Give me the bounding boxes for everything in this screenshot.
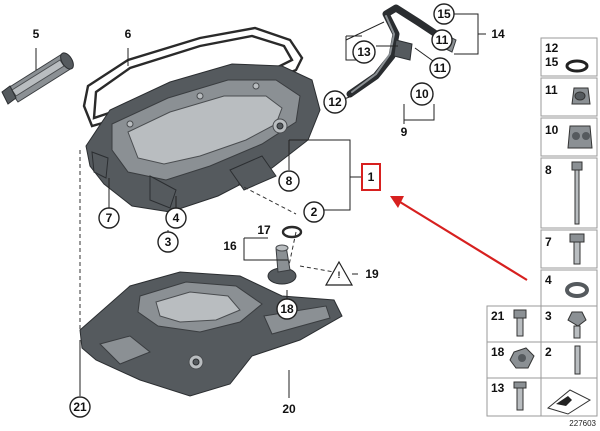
nut-icon bbox=[509, 347, 535, 369]
sealant-tube bbox=[1, 52, 74, 105]
lower-oil-pan bbox=[79, 271, 343, 397]
side-panel-item-8[interactable]: 8 bbox=[540, 157, 598, 229]
svg-text:8: 8 bbox=[545, 163, 552, 177]
flange-bolt-icon bbox=[569, 233, 585, 265]
diagram-reference-number: 227603 bbox=[569, 419, 596, 428]
svg-text:2: 2 bbox=[311, 205, 318, 219]
bottom-panel-item-arrow[interactable] bbox=[540, 377, 598, 417]
svg-text:12: 12 bbox=[328, 95, 342, 109]
callout-21[interactable]: 21 bbox=[69, 396, 91, 418]
svg-text:6: 6 bbox=[125, 27, 132, 41]
bottom-panel-item-3[interactable]: 3 bbox=[540, 305, 598, 343]
svg-text:2: 2 bbox=[545, 345, 552, 359]
svg-text:10: 10 bbox=[545, 123, 559, 137]
oil-level-sensor bbox=[267, 244, 297, 285]
callout-18[interactable]: 18 bbox=[276, 298, 298, 320]
svg-text:9: 9 bbox=[401, 125, 408, 139]
svg-text:19: 19 bbox=[365, 267, 379, 281]
svg-text:15: 15 bbox=[437, 7, 451, 21]
svg-text:17: 17 bbox=[257, 223, 271, 237]
dash-line-19 bbox=[299, 265, 335, 273]
callout-4[interactable]: 4 bbox=[165, 207, 187, 229]
washer-ring-icon bbox=[565, 282, 589, 298]
callout-11-lower[interactable]: 11 bbox=[429, 57, 451, 79]
callout-17[interactable]: 17 bbox=[257, 223, 271, 237]
hex-screw-icon bbox=[567, 311, 587, 339]
side-parts-panel: 12 15 11 10 8 bbox=[540, 37, 598, 307]
callout-10[interactable]: 10 bbox=[410, 82, 434, 106]
svg-text:11: 11 bbox=[545, 83, 558, 97]
hex-bolt-icon bbox=[513, 309, 527, 337]
callout-7[interactable]: 7 bbox=[98, 207, 120, 229]
side-panel-item-10[interactable]: 10 bbox=[540, 117, 598, 157]
side-panel-item-12-15[interactable]: 12 15 bbox=[540, 37, 598, 77]
callout-11-upper[interactable]: 11 bbox=[431, 29, 453, 51]
callout-6[interactable]: 6 bbox=[125, 27, 132, 41]
svg-text:4: 4 bbox=[173, 211, 180, 225]
stud-icon bbox=[574, 345, 581, 375]
callout-1[interactable]: 1 bbox=[361, 163, 381, 191]
screw-icon bbox=[513, 381, 527, 411]
svg-text:5: 5 bbox=[33, 27, 40, 41]
svg-text:21: 21 bbox=[491, 309, 505, 323]
svg-text:7: 7 bbox=[106, 211, 113, 225]
svg-text:3: 3 bbox=[165, 235, 172, 249]
callout-8[interactable]: 8 bbox=[278, 170, 300, 192]
upper-oil-pan bbox=[85, 63, 321, 213]
double-clip-icon bbox=[567, 125, 593, 149]
svg-text:15: 15 bbox=[545, 55, 559, 69]
svg-text:13: 13 bbox=[491, 381, 505, 395]
svg-text:20: 20 bbox=[282, 402, 296, 416]
callout-2[interactable]: 2 bbox=[303, 201, 325, 223]
callout-3[interactable]: 3 bbox=[157, 231, 179, 253]
svg-text:13: 13 bbox=[357, 45, 371, 59]
callout-13[interactable]: 13 bbox=[352, 40, 376, 64]
svg-text:18: 18 bbox=[491, 345, 505, 359]
callout-16[interactable]: 16 bbox=[223, 239, 237, 253]
callout-9[interactable]: 9 bbox=[401, 125, 408, 139]
long-bolt-icon bbox=[571, 161, 583, 225]
callout-19[interactable]: ! 19 bbox=[324, 260, 379, 286]
svg-text:10: 10 bbox=[415, 87, 429, 101]
svg-text:11: 11 bbox=[436, 33, 449, 47]
callout-20[interactable]: 20 bbox=[282, 402, 296, 416]
svg-text:7: 7 bbox=[545, 235, 552, 249]
side-panel-item-4[interactable]: 4 bbox=[540, 269, 598, 307]
svg-text:4: 4 bbox=[545, 273, 552, 287]
o-ring bbox=[281, 225, 303, 239]
bottom-panel-item-2[interactable]: 2 bbox=[540, 341, 598, 379]
dash-line-2 bbox=[237, 183, 297, 215]
callout-5[interactable]: 5 bbox=[33, 27, 40, 41]
side-panel-item-11[interactable]: 11 bbox=[540, 77, 598, 117]
callout-15[interactable]: 15 bbox=[433, 3, 455, 25]
seal-ring-icon bbox=[565, 59, 589, 73]
bottom-parts-panel: 21 3 18 2 bbox=[486, 305, 598, 417]
svg-text:!: ! bbox=[338, 270, 341, 280]
callout-12[interactable]: 12 bbox=[323, 90, 347, 114]
svg-text:16: 16 bbox=[223, 239, 237, 253]
svg-text:14: 14 bbox=[491, 27, 505, 41]
svg-text:3: 3 bbox=[545, 309, 552, 323]
svg-text:1: 1 bbox=[368, 170, 375, 184]
callout-14[interactable]: 14 bbox=[491, 27, 505, 41]
highlight-pointer-arrow bbox=[390, 196, 528, 281]
svg-text:11: 11 bbox=[434, 61, 447, 75]
svg-text:12: 12 bbox=[545, 41, 559, 55]
arrow-plate-icon bbox=[546, 389, 592, 415]
bottom-panel-item-18[interactable]: 18 bbox=[486, 341, 542, 379]
bottom-panel-item-21[interactable]: 21 bbox=[486, 305, 542, 343]
side-panel-item-7[interactable]: 7 bbox=[540, 229, 598, 269]
svg-text:21: 21 bbox=[73, 400, 87, 414]
bottom-panel-item-13[interactable]: 13 bbox=[486, 377, 542, 417]
warning-triangle-icon bbox=[324, 260, 354, 286]
svg-text:18: 18 bbox=[280, 302, 294, 316]
svg-text:8: 8 bbox=[286, 174, 293, 188]
